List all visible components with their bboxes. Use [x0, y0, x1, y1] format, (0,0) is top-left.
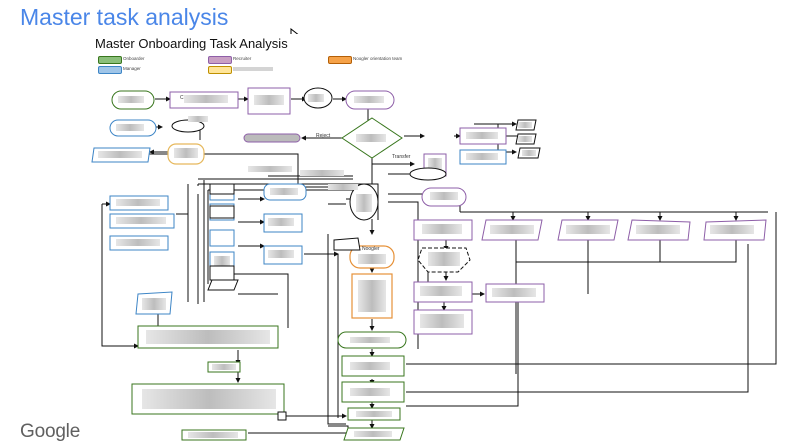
- google-logo: Google: [20, 421, 81, 442]
- c-label: C: [180, 95, 184, 101]
- storage-shapes: [171, 87, 541, 291]
- recruiter-shapes: [169, 87, 767, 335]
- legend-swatch-recruiter: [208, 56, 232, 64]
- orientation-shapes: [167, 143, 395, 319]
- legend-swatch-hiring: [208, 66, 232, 74]
- noogler-label: Noogler: [362, 246, 380, 252]
- legend-label-onboarder: Onboarder: [123, 56, 145, 61]
- onboarder-shapes: [111, 90, 407, 441]
- flowchart-diagram: Master Onboarding Task Analysis Onboarde…: [88, 34, 799, 448]
- legend-label-orientation: Noogler orientation team: [353, 56, 403, 61]
- legend-swatch-orientation: [328, 56, 352, 64]
- flowchart-canvas: Reject Transfer Noogler C: [91, 87, 777, 441]
- legend-label-manager: Manager: [123, 66, 141, 71]
- slide-title: Master task analysis: [20, 4, 229, 30]
- legend-swatch-onboarder: [98, 56, 122, 64]
- transfer-label: Transfer: [392, 154, 411, 160]
- legend-label-blurred: [233, 67, 273, 71]
- diagram-title: Master Onboarding Task Analysis: [95, 36, 288, 51]
- reject-label: Reject: [316, 133, 331, 139]
- legend-swatch-manager: [98, 66, 122, 74]
- legend-label-recruiter: Recruiter: [233, 56, 252, 61]
- manager-shapes: [91, 119, 507, 315]
